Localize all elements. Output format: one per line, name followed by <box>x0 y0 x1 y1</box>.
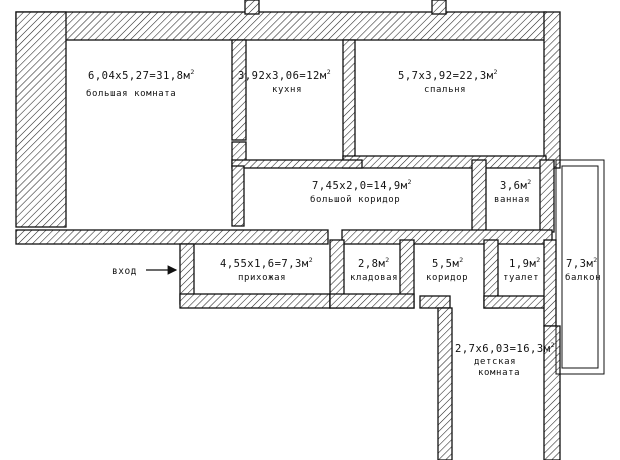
corridor-name: коридор <box>426 273 468 283</box>
wall-bedroom-bottom <box>342 155 547 169</box>
pantry-name: кладовая <box>350 273 398 283</box>
wall-bath-left <box>471 159 487 233</box>
kids-room-dims: 2,7x6,03=16,3м2 <box>455 341 555 355</box>
pantry-dims: 2,8м2 <box>358 256 390 270</box>
entry-label: вход <box>112 266 137 277</box>
balcony-name: балкон <box>565 272 601 283</box>
hallway-dims: 4,55x1,6=7,3м2 <box>220 256 313 270</box>
wall-bedroom-right <box>543 11 561 169</box>
wall-kids-top <box>419 295 451 309</box>
wall-corridor-top <box>231 159 363 169</box>
wall-stub-top-b <box>431 0 447 15</box>
wall-kitchen-left <box>231 39 247 141</box>
wall-middle-right <box>341 229 553 245</box>
balcony-outline <box>555 159 605 375</box>
kitchen-name: кухня <box>272 85 302 95</box>
bedroom-dims: 5,7x3,92=22,3м2 <box>398 68 498 82</box>
wall-kitchen-bedroom <box>342 39 356 161</box>
wall-left <box>15 11 67 228</box>
balcony-dims: 7,3м2 <box>566 256 598 270</box>
main-corridor-name: большой коридор <box>310 194 400 205</box>
balcony-inner <box>561 165 599 369</box>
wall-stub-top-a <box>244 0 260 15</box>
corridor-dims: 5,5м2 <box>432 256 464 270</box>
wall-pantry-bottom <box>329 293 415 309</box>
kitchen-dims: 3,92x3,06=12м2 <box>238 68 331 82</box>
bedroom-name: спальня <box>424 85 466 95</box>
wall-toilet-bottom <box>483 295 551 309</box>
wall-corridor-left <box>231 165 245 227</box>
bathroom-dims: 3,6м2 <box>500 178 532 192</box>
wall-toilet-right <box>543 239 557 327</box>
bathroom-name: ванная <box>494 195 530 205</box>
toilet-name: туалет <box>503 273 539 283</box>
wall-kids-left <box>437 307 453 460</box>
living-room-name: большая комната <box>86 88 176 99</box>
wall-top <box>15 11 547 41</box>
wall-bath-right <box>539 159 555 233</box>
main-corridor-dims: 7,45x2,0=14,9м2 <box>312 178 412 192</box>
toilet-dims: 1,9м2 <box>509 256 541 270</box>
wall-middle-left <box>15 229 329 245</box>
wall-hallway-bottom <box>179 293 331 309</box>
living-room-dims: 6,04x5,27=31,8м2 <box>88 68 195 82</box>
hallway-name: прихожая <box>238 273 286 283</box>
